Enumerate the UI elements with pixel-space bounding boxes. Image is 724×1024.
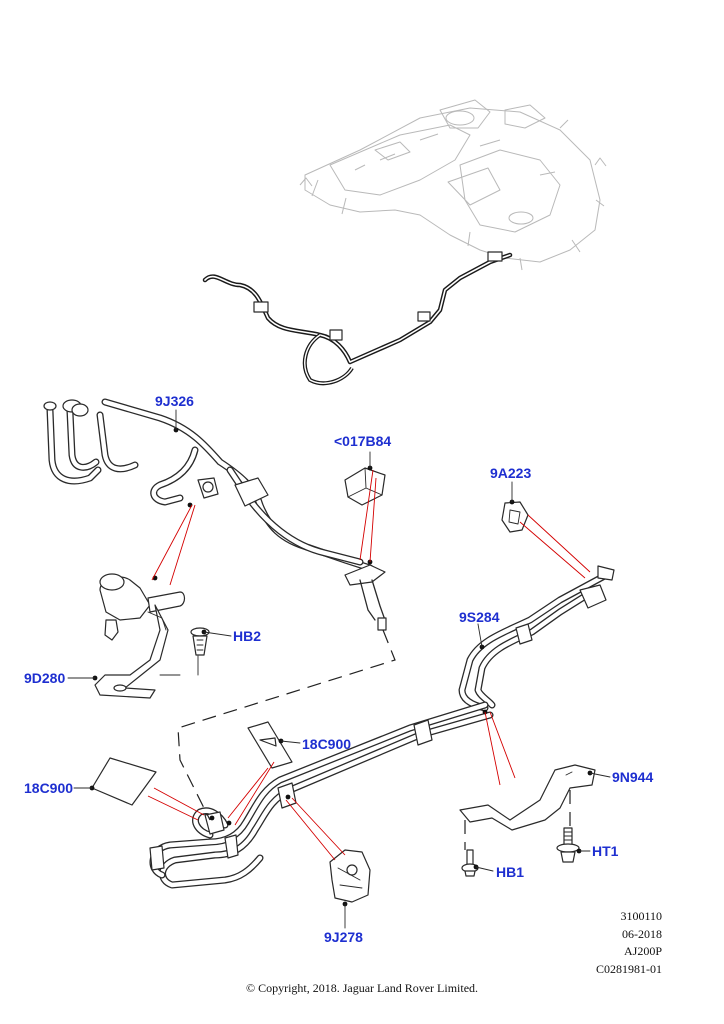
illustration-id: C0281981-01: [596, 961, 662, 976]
pipe-assembly-9J326[interactable]: [43, 398, 387, 631]
clip-9A223[interactable]: [501, 499, 529, 533]
bolt-HB2[interactable]: [190, 627, 210, 656]
clip-017B84[interactable]: [344, 465, 386, 506]
fuel-line-routing-overview: [202, 251, 513, 386]
leader-lines: [147, 469, 591, 861]
callout-18C900-upper[interactable]: 18C900: [302, 736, 351, 752]
clip-9J278[interactable]: [329, 849, 371, 907]
callout-HB2[interactable]: HB2: [233, 628, 261, 644]
callout-HT1[interactable]: HT1: [592, 843, 619, 859]
drawing-date: 06-2018: [622, 926, 662, 941]
callout-9A223[interactable]: 9A223: [490, 465, 531, 481]
bolt-HB1[interactable]: [461, 849, 479, 877]
callout-9J278[interactable]: 9J278: [324, 929, 363, 945]
stud-HT1[interactable]: [556, 827, 582, 863]
callout-017B84[interactable]: <017B84: [334, 433, 391, 449]
bracket-9N944[interactable]: [459, 764, 596, 831]
callout-9J326[interactable]: 9J326: [155, 393, 194, 409]
callout-9D280[interactable]: 9D280: [24, 670, 65, 686]
copyright-notice: © Copyright, 2018. Jaguar Land Rover Lim…: [245, 981, 479, 995]
pipe-assembly-lower[interactable]: [149, 701, 494, 889]
callout-9S284[interactable]: 9S284: [459, 609, 500, 625]
model-code: AJ200P: [623, 944, 662, 958]
pad-18C900-lower[interactable]: [89, 757, 157, 806]
pipe-assembly-9S284[interactable]: [458, 565, 615, 712]
drawing-reference-block: 3100110 06-2018 AJ200P C0281981-01: [542, 908, 662, 978]
callout-stubs: [67, 409, 611, 929]
callout-labels: 9J326 <017B84 9A223 HB2 9S284 9D280 18C9…: [24, 393, 653, 945]
pad-18C900-upper[interactable]: [247, 721, 293, 769]
dashed-relationship-lines: [159, 629, 571, 850]
callout-HB1[interactable]: HB1: [496, 864, 524, 880]
drawing-number: 3100110: [620, 909, 662, 923]
callout-9N944[interactable]: 9N944: [612, 769, 653, 785]
callout-18C900-lower[interactable]: 18C900: [24, 780, 73, 796]
valve-bracket-9D280[interactable]: [92, 573, 186, 699]
fuel-tank-overview: [299, 99, 607, 271]
